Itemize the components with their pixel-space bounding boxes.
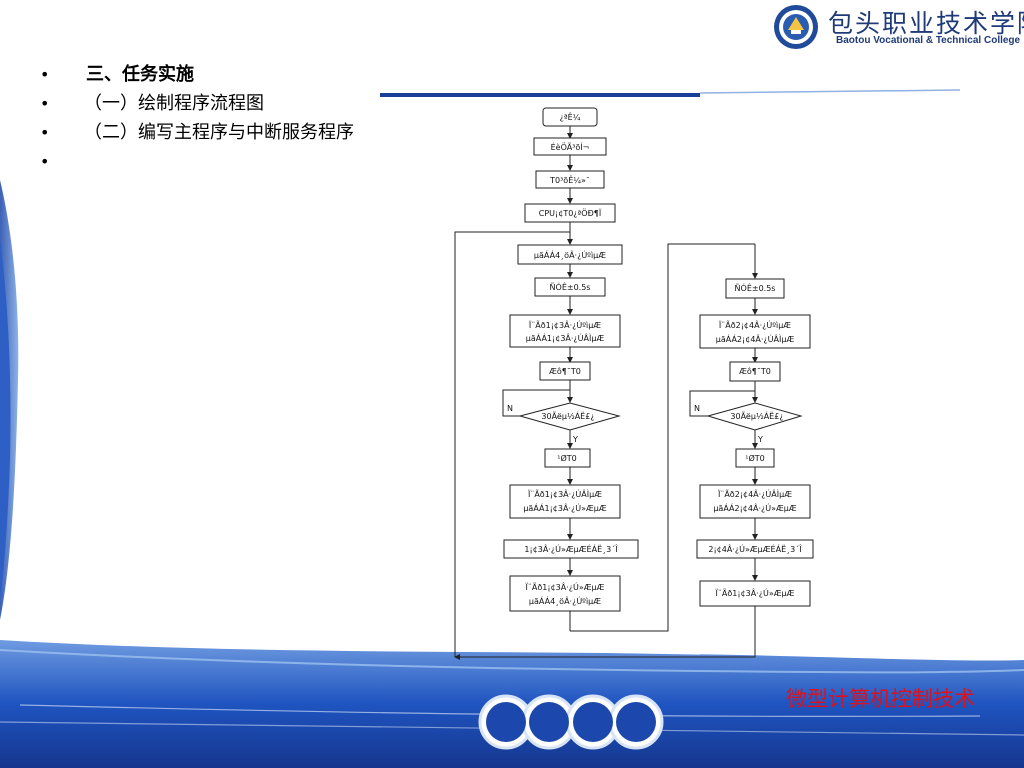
flow-label-right-c2: µãÁÁ2¡¢4Â·¿ÚÂÌµÆ [716,333,795,344]
flow-label-right-decision: 30Ãëµ½ÁË£¿ [730,410,783,421]
flow-label-left-no: N [507,404,513,413]
flow-label-left-b: ÑÓÊ±0.5s [550,281,591,292]
flow-box-left-g [503,539,639,559]
flow-label-left-h1: Ï¨Ãð1¡¢3Â·¿Ú»ÆµÆ [526,581,605,592]
college-seal-icon [774,5,818,49]
bullet-dot: • [40,152,50,171]
start-terminator [542,107,598,127]
flow-label-left-c1: Ï¨Ãð1¡¢3Â·¿ÚºìµÆ [529,319,601,330]
flow-box-init [533,137,607,156]
flow-label-left-f2: µãÁÁ1¡¢3Â·¿Ú»ÆµÆ [523,502,607,513]
flow-decision-left [518,402,621,431]
flow-label-left-e: ¹ØT0 [557,453,576,463]
flow-label-right-b: ÑÓÊ±0.5s [735,282,776,293]
flow-box-left-h [509,575,621,612]
course-title: 微型计算机控制技术 [786,687,975,711]
bullet-text: （一）绘制程序流程图 [84,93,264,114]
flow-label-right-e: ¹ØT0 [745,453,764,463]
flow-label-step3: CPU¡¢T0¿ªÖÐ¶Ï [539,208,602,218]
flow-label-right-yes: Y [757,435,763,444]
flow-label-step1: ÉèÖÃ³õÍ¬ [551,141,590,152]
flow-box-left-a [517,244,623,265]
flow-box-t0-init [535,170,605,189]
flow-label-left-f1: Ï¨Ãð1¡¢3Â·¿ÚÂÌµÆ [528,488,602,499]
flow-label-left-d: Æô¶¯T0 [549,366,581,376]
flow-box-left-e [544,448,591,468]
flow-label-left-g: 1¡¢3Â·¿Ú»ÆµÆÉÁË¸3´Î [524,543,618,554]
flow-box-right-g [696,539,814,559]
bullet-text: （二）编写主程序与中断服务程序 [84,122,354,143]
flow-label-right-f2: µãÁÁ2¡¢4Â·¿Ú»ÆµÆ [713,502,797,513]
flow-label-right-h: Ï¨Ãð1¡¢3Â·¿Ú»ÆµÆ [716,587,795,598]
bullet-dot: • [40,65,50,84]
flow-label-right-f1: Ï¨Ãð2¡¢4Â·¿ÚÂÌµÆ [718,488,792,499]
flow-box-left-b [534,277,606,297]
flow-label-right-d: Æô¶¯T0 [739,366,771,376]
flow-label-step2: T0³õÊ¼»¯ [549,174,590,185]
bullet-text: 三、任务实施 [86,64,194,85]
flow-box-left-f [509,484,621,519]
flow-box-right-f [699,484,811,519]
flow-label-left-decision: 30Ãëµ½ÁË£¿ [541,410,594,421]
college-name-en: Baotou Vocational & Technical College [836,35,1021,46]
flow-box-left-d [539,361,591,381]
flow-label-left-h2: µãÁÁ4¸öÂ·¿ÚºìµÆ [529,595,601,606]
flow-label-left-yes: Y [572,435,578,444]
flow-label-right-g: 2¡¢4Â·¿Ú»ÆµÆÉÁË¸3´Î [708,543,802,554]
flow-box-cpu-enable [524,203,616,223]
flow-label-right-no: N [694,404,700,413]
bullet-dot: • [40,123,50,142]
bullet-dot: • [40,94,50,113]
flow-box-right-b [725,278,785,299]
flow-label-right-c1: Ï¨Ãð2¡¢4Â·¿ÚºìµÆ [719,319,791,330]
flow-box-right-c [699,314,811,349]
flow-label-left-a: µãÁÁ4¸öÂ·¿ÚºìµÆ [534,249,606,260]
flow-box-right-h [699,580,811,607]
flow-label-start: ¿ªÊ¼ [560,111,581,122]
college-name-cn: 包头职业技术学院 [828,9,1024,38]
flow-box-right-e [735,448,775,468]
flow-box-right-d [729,361,781,382]
flow-label-left-c2: µãÁÁ1¡¢3Â·¿ÚÂÌµÆ [526,332,605,343]
flow-decision-right [706,402,803,431]
flow-box-left-c [509,314,621,348]
